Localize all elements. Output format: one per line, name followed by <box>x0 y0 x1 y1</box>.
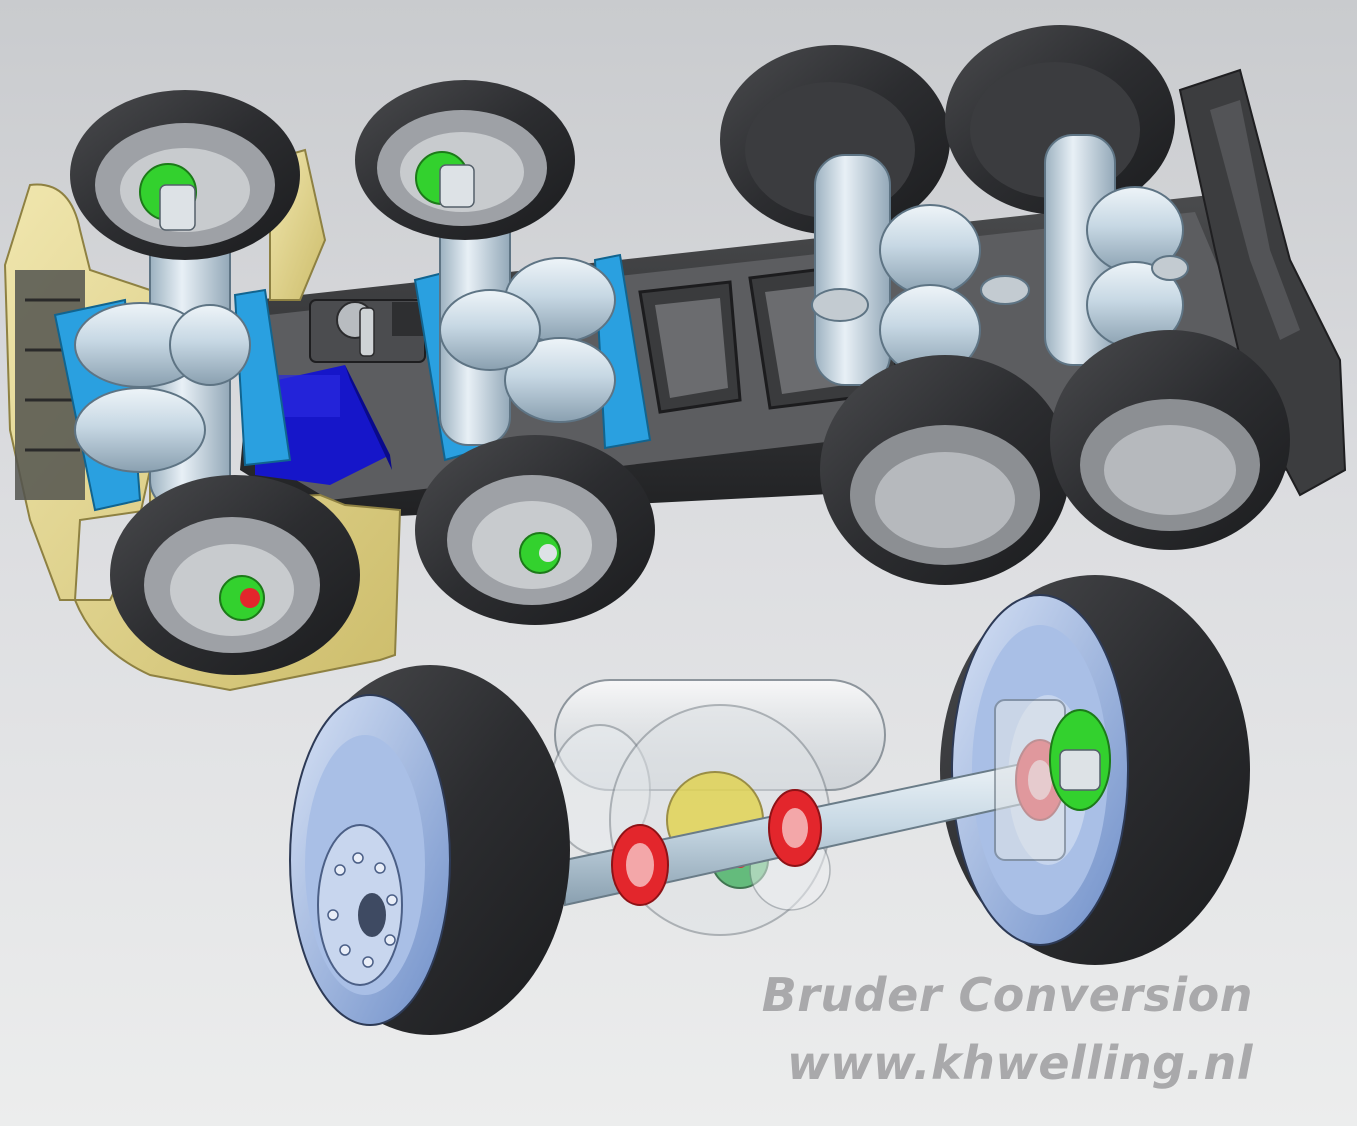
tire <box>415 435 655 625</box>
rear-axle-2 <box>945 25 1290 550</box>
tire <box>355 80 575 240</box>
axle-detail <box>289 575 1250 1035</box>
tire <box>720 45 950 235</box>
rear-axle-1 <box>720 45 1070 585</box>
tire <box>70 90 300 260</box>
tire <box>820 355 1070 585</box>
servo <box>309 299 426 363</box>
front-axle-1 <box>53 90 360 675</box>
bearing <box>768 789 822 867</box>
bearing <box>611 824 669 906</box>
tire <box>110 475 360 675</box>
tire <box>1050 330 1290 550</box>
watermark-title: Bruder Conversion <box>761 968 1253 1022</box>
hub <box>994 699 1111 861</box>
wheel-rim <box>317 824 403 986</box>
watermark-url: www.khwelling.nl <box>786 1036 1253 1090</box>
front-axle-2 <box>355 80 655 625</box>
